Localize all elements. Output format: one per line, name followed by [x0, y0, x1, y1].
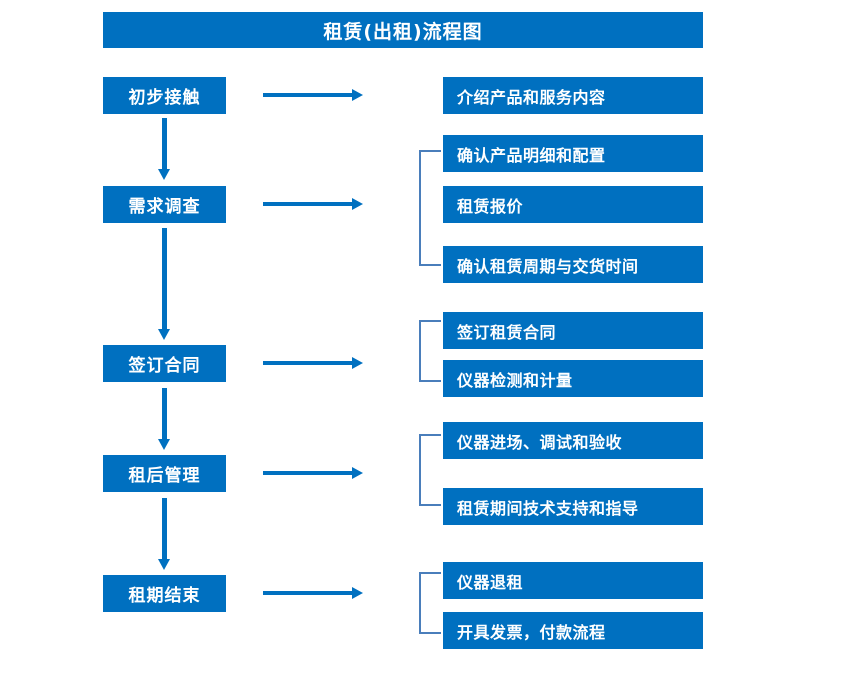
arrow-head — [352, 89, 363, 101]
arrow-head — [352, 357, 363, 369]
arrow-stage-1-to-details-icon — [263, 89, 363, 101]
arrow-shaft — [263, 361, 353, 365]
arrow-shaft — [263, 471, 353, 475]
arrow-shaft — [263, 202, 353, 206]
detail-box-rental-quote[interactable]: 租赁报价 — [443, 186, 703, 223]
arrow-shaft — [162, 388, 167, 440]
detail-box-instrument-delivery-commissioning[interactable]: 仪器进场、调试和验收 — [443, 422, 703, 459]
stage-box-initial-contact[interactable]: 初步接触 — [103, 77, 226, 114]
arrow-head — [158, 329, 170, 340]
arrow-head — [158, 559, 170, 570]
bracket-sign-contract-group — [419, 320, 441, 382]
stage-box-needs-survey[interactable]: 需求调查 — [103, 186, 226, 223]
detail-box-confirm-period-delivery[interactable]: 确认租赁周期与交货时间 — [443, 246, 703, 283]
arrow-head — [352, 198, 363, 210]
detail-box-invoice-payment[interactable]: 开具发票，付款流程 — [443, 612, 703, 649]
arrow-shaft — [162, 118, 167, 170]
arrow-head — [158, 439, 170, 450]
stage-box-rental-end[interactable]: 租期结束 — [103, 575, 226, 612]
arrow-shaft — [162, 228, 167, 330]
arrow-head — [158, 169, 170, 180]
detail-box-technical-support[interactable]: 租赁期间技术支持和指导 — [443, 488, 703, 525]
bracket-rental-end-group — [419, 572, 441, 634]
detail-box-introduce-products[interactable]: 介绍产品和服务内容 — [443, 77, 703, 114]
page-title: 租赁(出租)流程图 — [103, 12, 703, 48]
arrow-sign-contract-to-post-rental-icon — [158, 388, 170, 450]
detail-box-instrument-inspection[interactable]: 仪器检测和计量 — [443, 360, 703, 397]
arrow-initial-contact-to-needs-survey-icon — [158, 118, 170, 180]
detail-box-confirm-product-spec[interactable]: 确认产品明细和配置 — [443, 135, 703, 172]
stage-box-sign-contract[interactable]: 签订合同 — [103, 345, 226, 382]
arrow-needs-survey-to-sign-contract-icon — [158, 228, 170, 340]
arrow-post-rental-to-rental-end-icon — [158, 498, 170, 570]
arrow-shaft — [263, 93, 353, 97]
arrow-stage-3-to-details-icon — [263, 357, 363, 369]
stage-box-post-rental-management[interactable]: 租后管理 — [103, 455, 226, 492]
arrow-shaft — [263, 591, 353, 595]
arrow-stage-4-to-details-icon — [263, 467, 363, 479]
arrow-shaft — [162, 498, 167, 560]
arrow-stage-5-to-details-icon — [263, 587, 363, 599]
arrow-head — [352, 467, 363, 479]
arrow-stage-2-to-details-icon — [263, 198, 363, 210]
arrow-head — [352, 587, 363, 599]
detail-box-instrument-return[interactable]: 仪器退租 — [443, 562, 703, 599]
detail-box-sign-rental-contract[interactable]: 签订租赁合同 — [443, 312, 703, 349]
bracket-needs-survey-group — [419, 150, 441, 266]
bracket-post-rental-group — [419, 434, 441, 506]
